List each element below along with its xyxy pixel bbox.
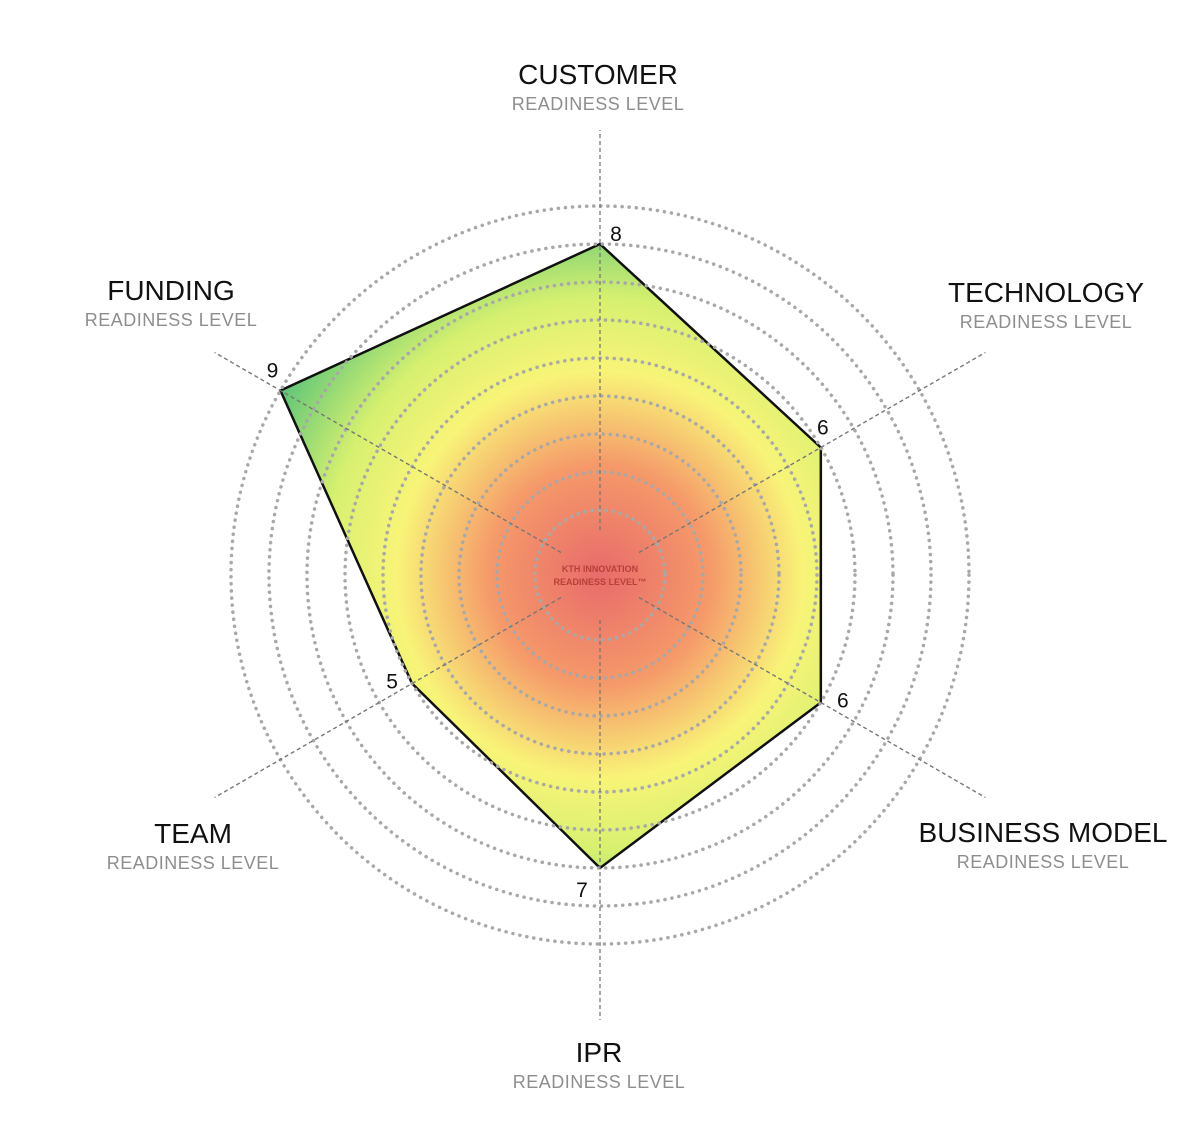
axis-title: TEAM	[154, 818, 232, 849]
center-label-line2: READINESS LEVEL™	[553, 577, 646, 587]
axis-title: IPR	[576, 1037, 623, 1068]
axis-subtitle: READINESS LEVEL	[107, 853, 280, 873]
value-label: 6	[817, 417, 829, 440]
value-label: 7	[576, 879, 588, 902]
axis-subtitle: READINESS LEVEL	[512, 94, 685, 114]
axis-line	[214, 596, 562, 799]
axis-title: BUSINESS MODEL	[919, 817, 1168, 848]
axis-title: TECHNOLOGY	[948, 277, 1144, 308]
value-label: 9	[267, 360, 279, 383]
axis-subtitle: READINESS LEVEL	[957, 852, 1130, 872]
axis-subtitle: READINESS LEVEL	[513, 1072, 686, 1092]
axis-line	[214, 351, 562, 554]
grid-ring	[533, 508, 667, 642]
center-label-line1: KTH INNOVATION	[562, 564, 638, 574]
grid-ring	[267, 242, 933, 908]
value-label: 6	[837, 690, 849, 713]
value-label: 8	[610, 223, 622, 246]
axis-line	[638, 596, 986, 799]
grid-ring	[457, 432, 743, 718]
axis-title: CUSTOMER	[518, 59, 678, 90]
axis-title: FUNDING	[107, 275, 235, 306]
axis-subtitle: READINESS LEVEL	[960, 312, 1133, 332]
axis-subtitle: READINESS LEVEL	[85, 310, 258, 330]
value-label: 5	[386, 671, 398, 694]
axis-line	[638, 351, 986, 554]
